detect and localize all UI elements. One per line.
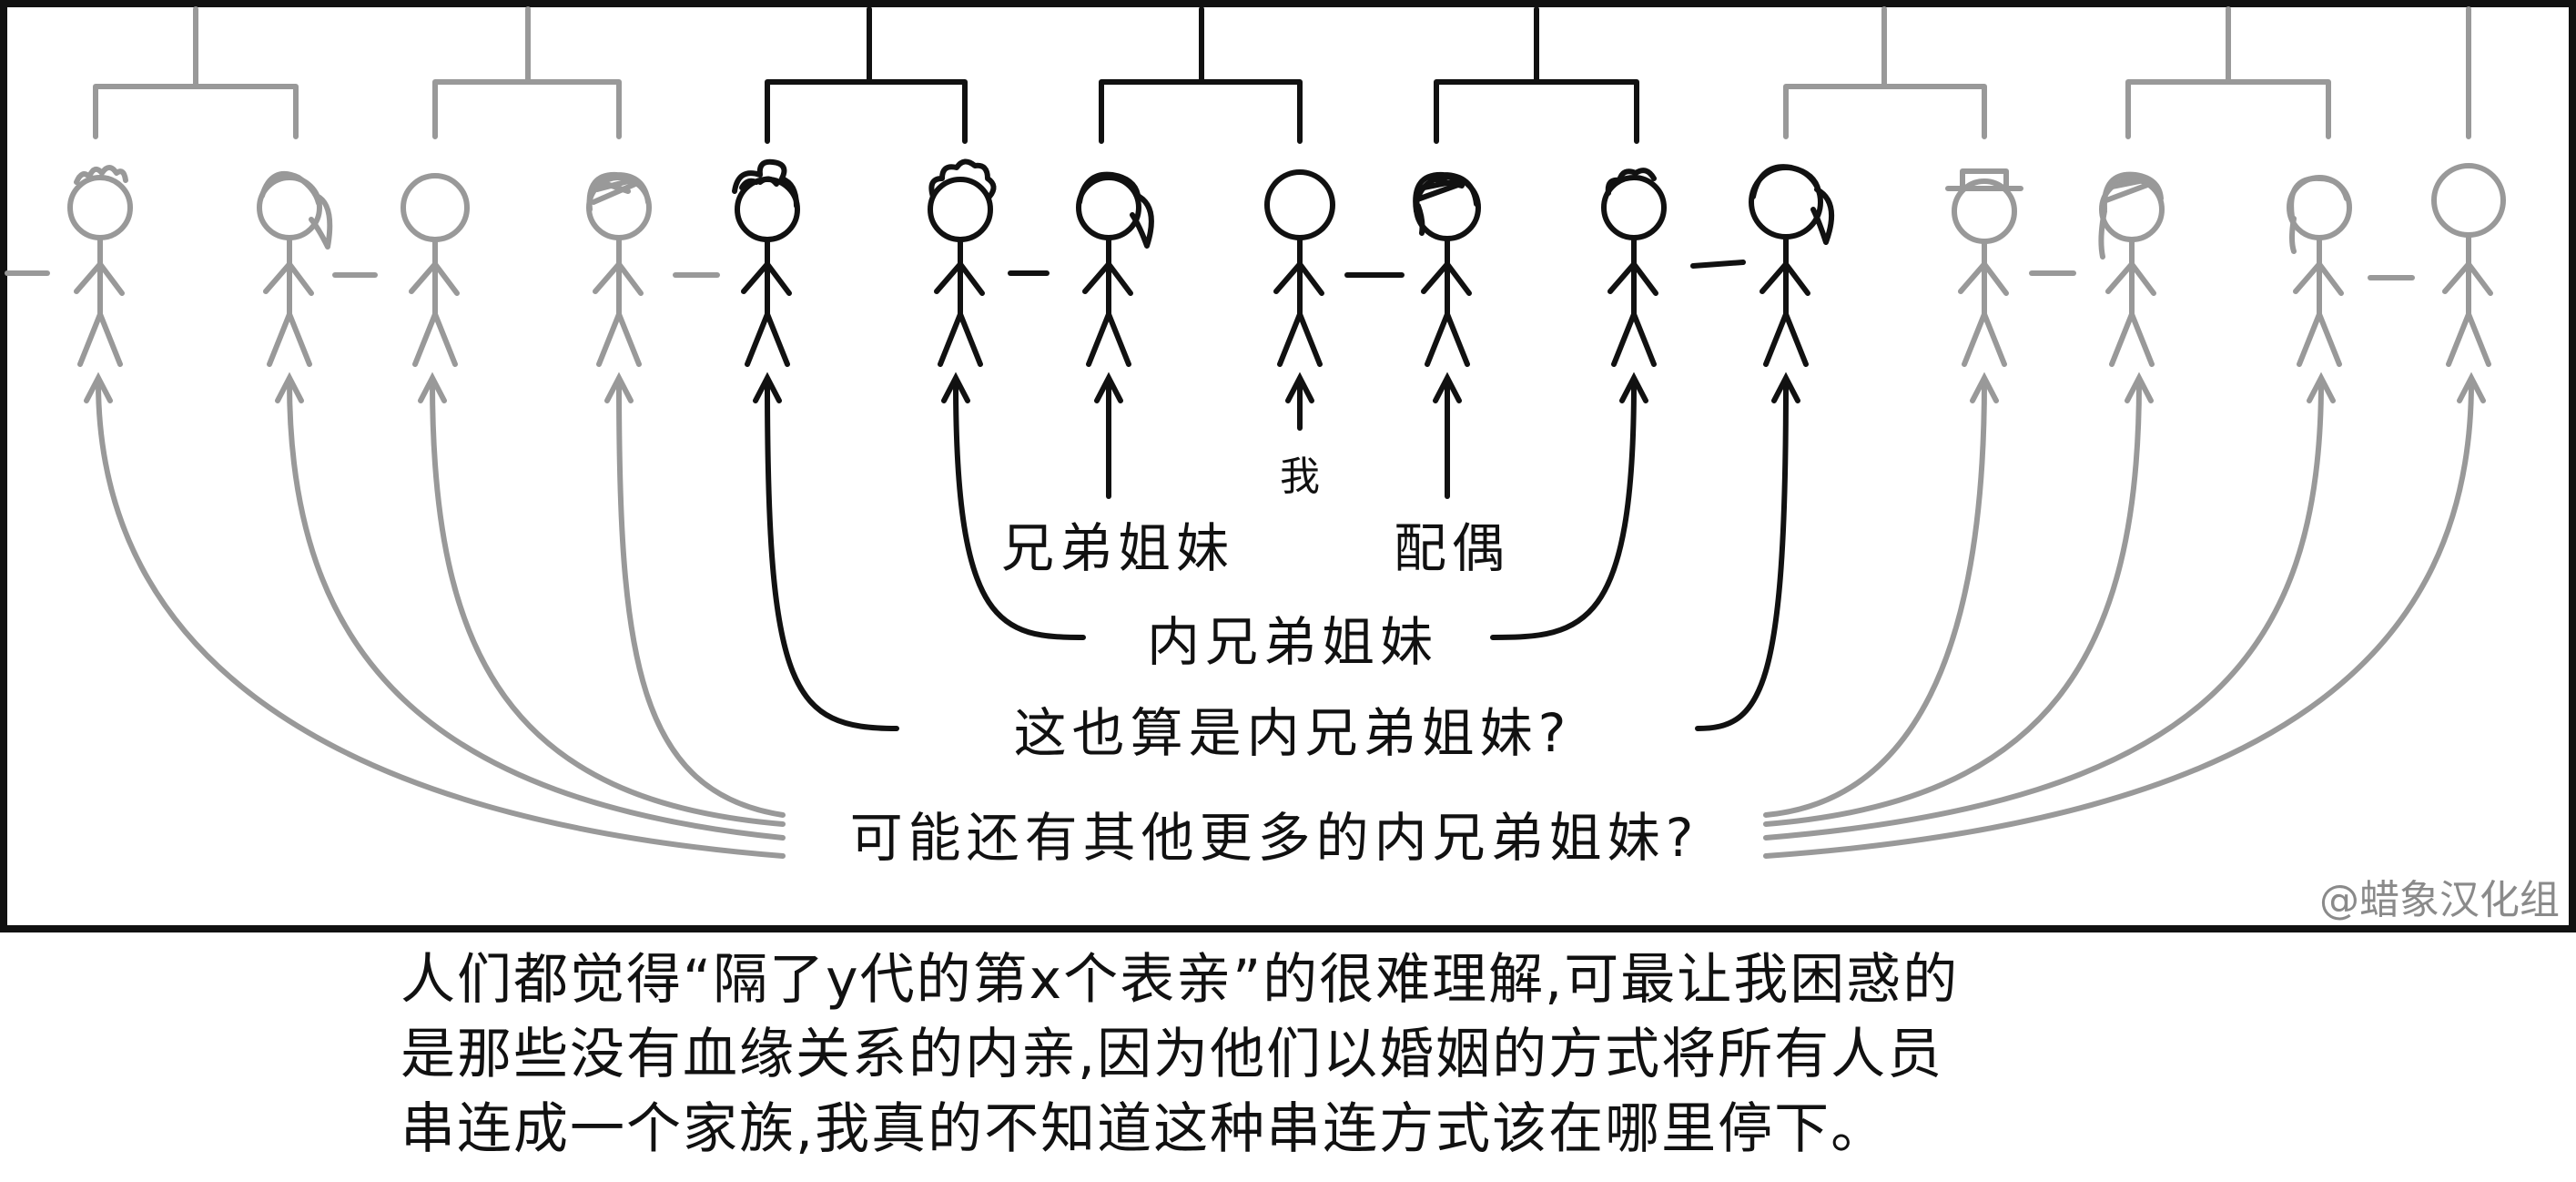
credit-text: @蜡象汉化组 bbox=[2319, 877, 2560, 923]
label-in-laws: 内兄弟姐妹 bbox=[1147, 611, 1438, 673]
panel-border bbox=[0, 0, 2576, 932]
stick-figure bbox=[1945, 168, 2023, 367]
caption: 人们都觉得“隔了y代的第x个表亲”的很难理解,可最让我困惑的 是那些没有血缘关系… bbox=[401, 943, 2221, 1167]
stick-figure bbox=[586, 171, 652, 367]
stick-figure-spouse bbox=[1413, 171, 1481, 367]
stick-figure bbox=[257, 171, 333, 367]
label-also-in-laws: 这也算是内兄弟姐妹? bbox=[1014, 702, 1572, 764]
stick-figure bbox=[2287, 175, 2352, 367]
label-spouse: 配偶 bbox=[1394, 517, 1510, 579]
distant-relatives bbox=[67, 163, 2506, 367]
caption-line: 是那些没有血缘关系的内亲,因为他们以婚姻的方式将所有人员 bbox=[401, 1023, 1944, 1086]
stick-figure bbox=[67, 165, 133, 367]
close-relatives bbox=[732, 158, 1834, 367]
stick-figure bbox=[401, 173, 470, 367]
caption-line: 串连成一个家族,我真的不知道这种串连方式该在哪里停下。 bbox=[401, 1097, 1888, 1161]
stick-figure bbox=[1076, 171, 1154, 367]
stick-figure bbox=[1749, 164, 1834, 367]
label-more-in-laws: 可能还有其他更多的内兄弟姐妹? bbox=[850, 807, 1699, 869]
label-me: 我 bbox=[1280, 453, 1320, 500]
stick-figure bbox=[732, 158, 800, 367]
label-siblings: 兄弟姐妹 bbox=[1001, 517, 1234, 579]
parent-brackets bbox=[93, 6, 2471, 144]
outer-arrows bbox=[84, 372, 2486, 859]
stick-figure bbox=[2431, 163, 2506, 367]
stick-figure bbox=[1601, 168, 1667, 367]
caption-line: 人们都觉得“隔了y代的第x个表亲”的很难理解,可最让我困惑的 bbox=[401, 948, 1960, 1012]
stick-figure-me bbox=[1264, 169, 1335, 367]
marriage-links bbox=[5, 260, 2415, 280]
stick-figure bbox=[928, 158, 997, 367]
inner-arrows bbox=[753, 372, 1800, 731]
stick-figure bbox=[2098, 171, 2165, 367]
